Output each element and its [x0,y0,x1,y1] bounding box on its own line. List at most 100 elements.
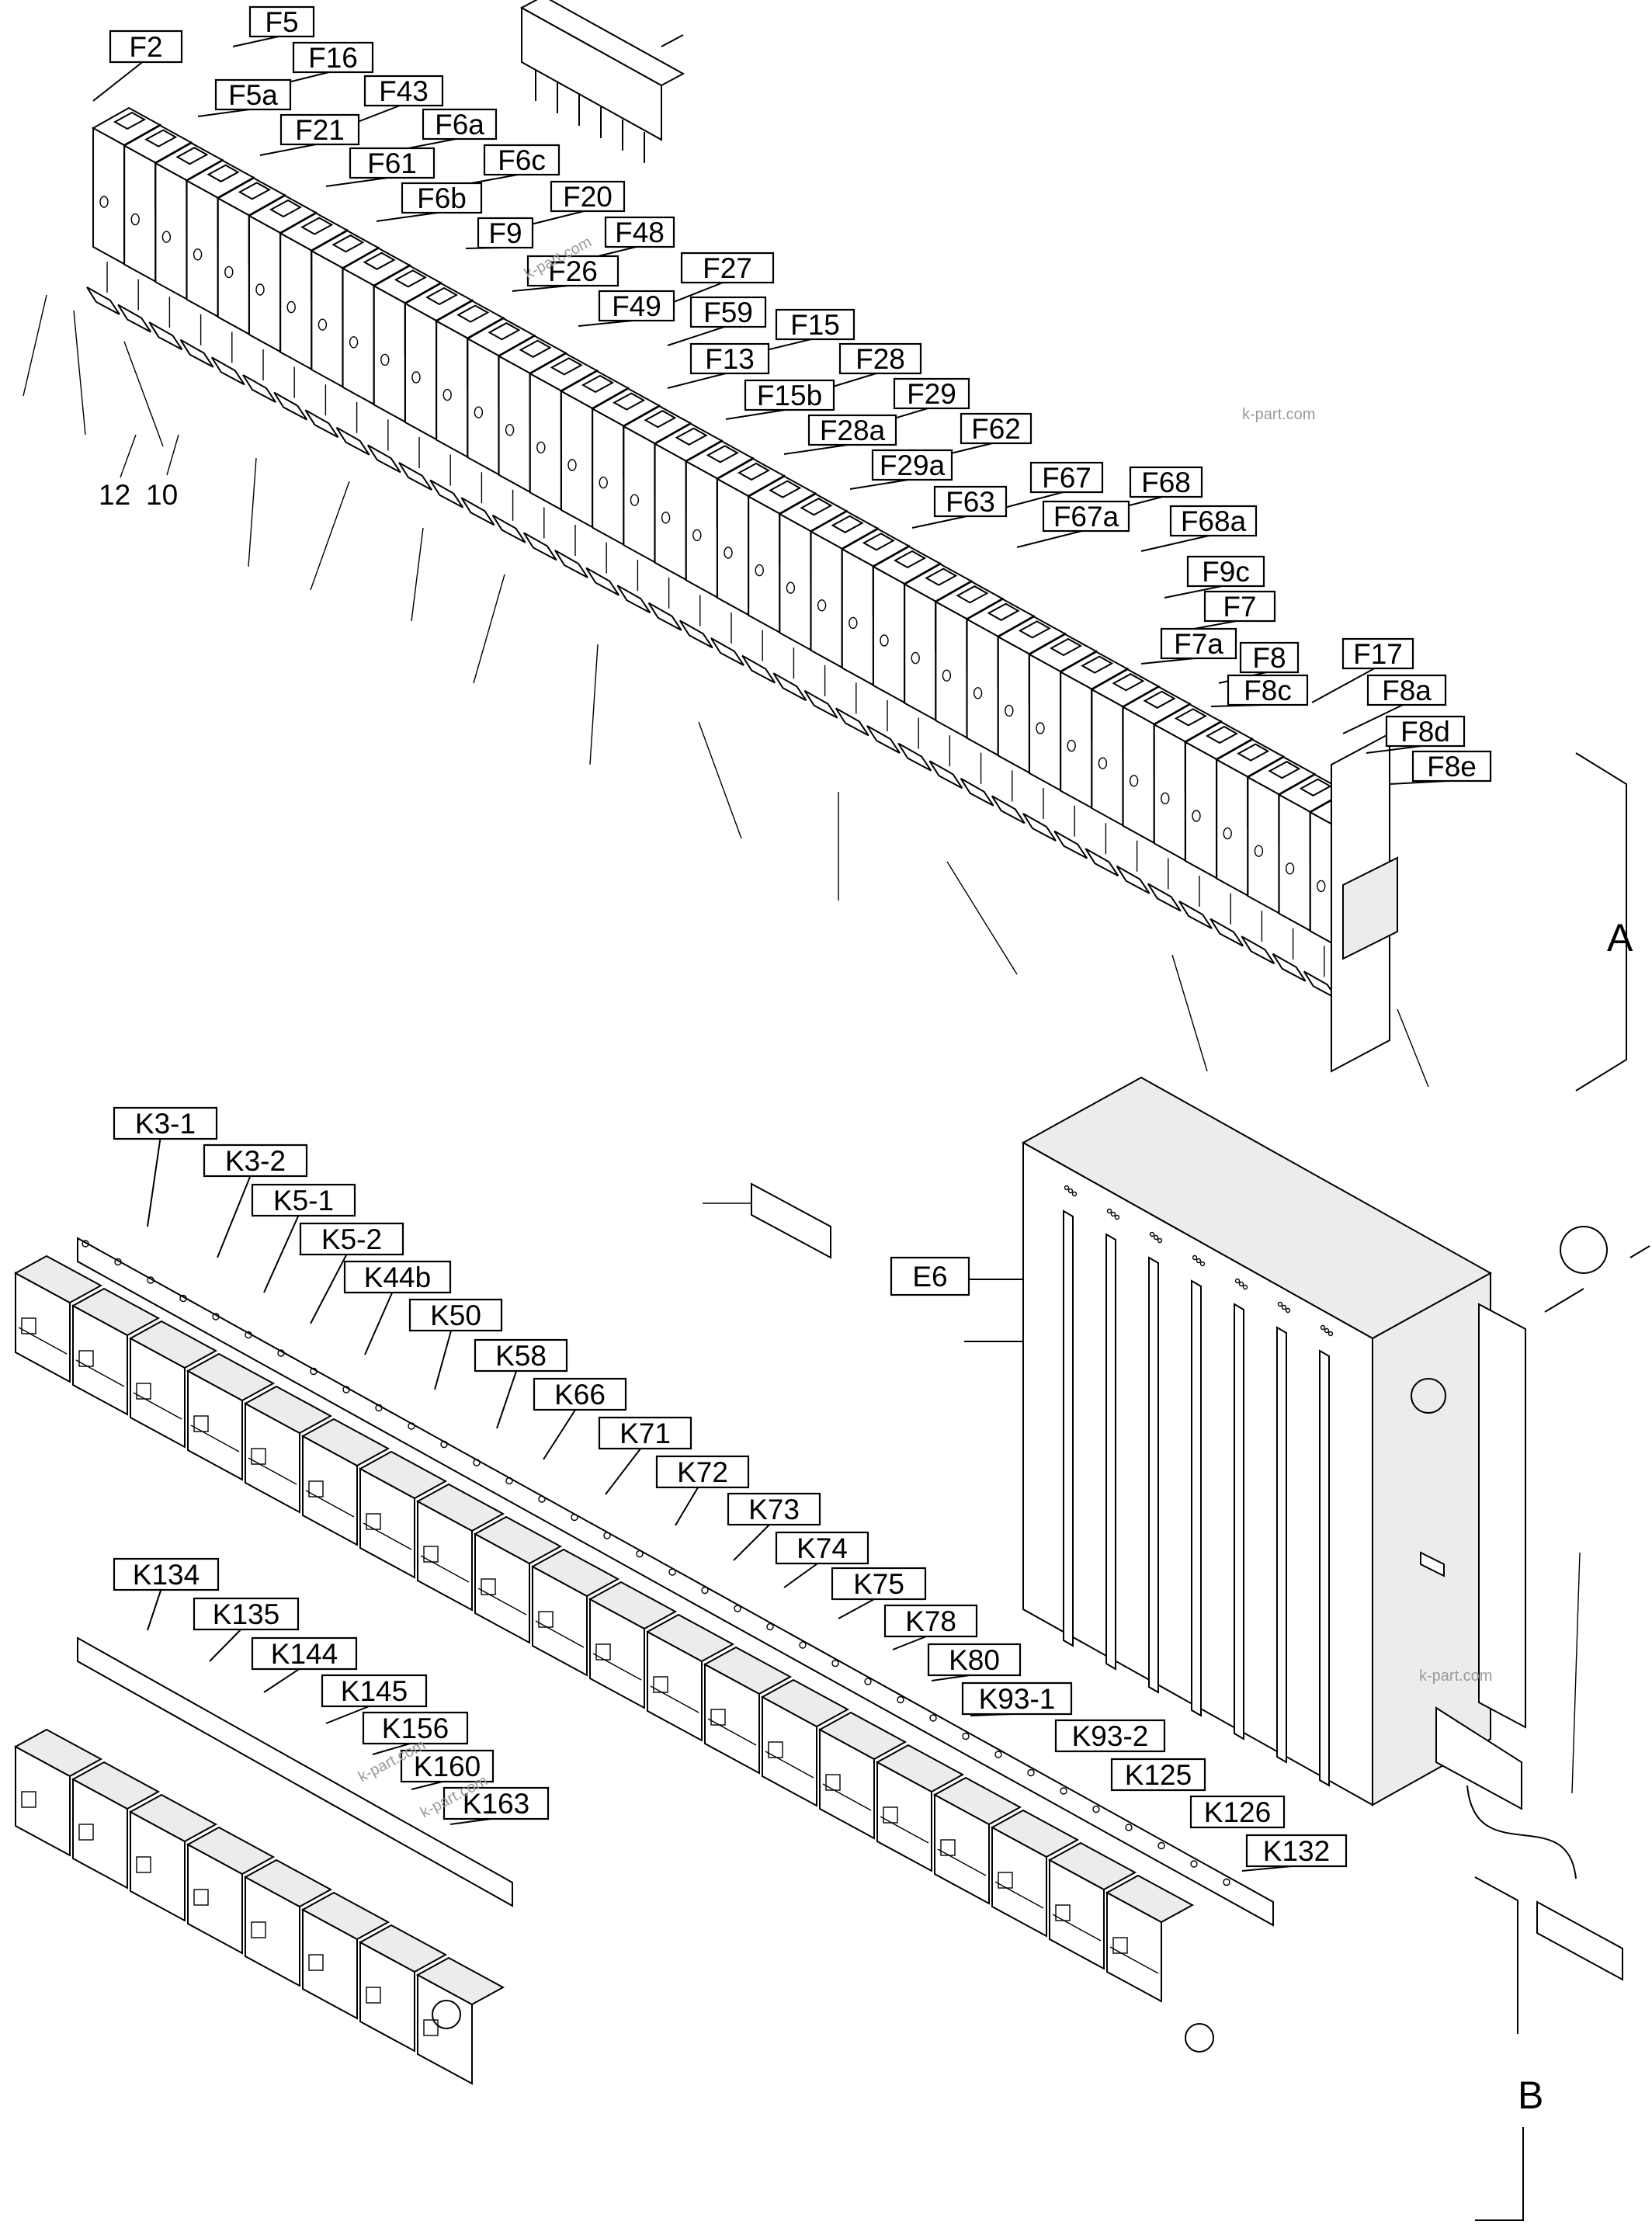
label-box [598,290,675,322]
e6-dot [1064,1185,1070,1191]
fuse-window [113,111,147,130]
label-text: K156 [382,1713,449,1744]
relay-tab [595,1643,611,1661]
terminal-dot [1125,1824,1133,1831]
fuse-lever [304,409,339,439]
label-box [689,296,767,328]
relay-label: K74 [775,1531,869,1565]
relay-tab [136,1856,151,1873]
label-text: F68 [1141,467,1191,498]
terminal-dot [473,1459,481,1466]
fuse-front [810,530,843,669]
fuse-hole [318,318,328,331]
e6-slot [1234,1303,1244,1740]
label-text: F67 [1042,462,1092,494]
fuse-lever [1178,901,1213,929]
fuse-hole [505,424,515,436]
label-box [193,1597,300,1631]
relay-top [1047,1841,1137,1891]
relay-top [186,1826,276,1876]
label-text: F5 [265,6,298,38]
fuse-front [873,565,905,704]
fuse-label: F26 [526,255,620,287]
label-text: F15b [757,380,822,411]
leader-line [372,1743,411,1755]
fuse-front [1247,776,1280,914]
relay-seam [1052,1914,1102,1942]
label-text: F43 [379,75,429,107]
relay-seam [765,1751,814,1779]
e6-dot [1114,1214,1120,1220]
e6-side [1372,1272,1491,1806]
fuse-window [425,286,459,306]
fuse-front [186,179,219,318]
label-box [961,1681,1073,1716]
relay-tab [883,1806,898,1824]
leader-line [325,177,388,187]
leader-line [1016,530,1082,548]
cable-plug [1435,1706,1522,1810]
label-box [1042,500,1130,533]
relay-knob [1185,2023,1214,2053]
label-text: F6a [435,109,484,141]
relay-label: K71 [598,1416,692,1450]
leader-line [512,285,569,292]
fuse-lever [835,707,869,737]
fuse-window [1112,673,1145,692]
fuse-front [623,425,656,564]
relay-tab [308,1480,324,1497]
relay-top [186,1352,276,1402]
relay-tab [1112,1937,1128,1954]
fuse-window [1205,725,1239,744]
label-text: F63 [946,486,995,518]
fuse-hole [1129,775,1139,787]
relay-seam [133,1392,182,1420]
label-box [483,144,560,176]
fuse-hole [599,476,608,489]
terminal-dot [962,1732,970,1740]
fuse-window [238,182,271,200]
fuse-window [144,129,178,147]
fuse-front [841,547,874,687]
relay-top [415,1483,505,1532]
terminal-dot [897,1695,904,1704]
label-box [1366,674,1447,706]
e6-slot [1319,1349,1330,1787]
fuse-hole [411,371,421,383]
terminal-dot [734,1605,741,1612]
relay-label: K58 [474,1338,568,1373]
fuse-lever [1210,918,1244,947]
label-box [655,1455,750,1489]
relay-top [128,1793,218,1843]
label-box [401,182,483,214]
leader-line [1366,745,1422,754]
relay-tab [481,1578,496,1595]
fuse-window [800,498,833,516]
fuse-window [175,147,209,165]
fuse-hole [567,459,577,471]
label-text: F8d [1400,716,1450,748]
relay-label: K144 [251,1636,358,1671]
leader-line [147,1138,161,1227]
fuse-label: F43 [363,75,444,107]
relay-top [128,1320,218,1369]
fuse-front [1029,653,1061,792]
fuse-front [123,144,157,283]
label-box [1245,1834,1348,1868]
e6-dot [1196,1258,1202,1264]
relay-top [1105,1874,1195,1924]
fuse-window [581,374,615,394]
label-text: K5-2 [321,1223,382,1255]
label-box [1129,466,1203,498]
fuse-label: F20 [550,180,626,213]
fuse-label: F15b [744,379,835,411]
label-box [1029,461,1104,494]
leader-line [1342,704,1404,734]
leader-line [849,479,909,490]
relay-tab [366,1513,381,1530]
relay-label: K73 [727,1492,821,1526]
label-box [248,5,315,38]
relay-top [415,1956,505,2006]
fuse-lever [1241,935,1275,965]
relay-label: K5-1 [251,1183,356,1217]
